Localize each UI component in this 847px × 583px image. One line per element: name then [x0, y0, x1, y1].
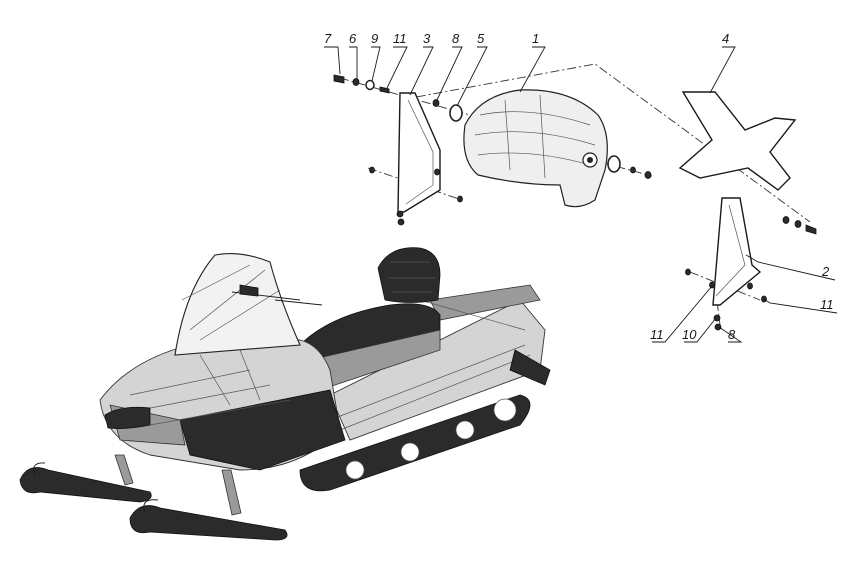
callout-10: 10 — [682, 327, 697, 342]
part-5-bushing — [449, 104, 621, 173]
callout-9: 9 — [371, 31, 378, 46]
callout-3: 3 — [423, 31, 431, 46]
part-2-right-bracket — [712, 197, 762, 306]
callout-1: 1 — [532, 31, 539, 46]
callout-labels: 7 6 9 11 3 8 5 1 4 2 11 11 10 8 — [324, 31, 834, 342]
callout-11-bottom: 11 — [650, 327, 664, 342]
callout-leaders — [324, 46, 838, 343]
part-3-left-bracket — [397, 92, 441, 213]
fasteners — [333, 74, 817, 331]
callout-7: 7 — [324, 31, 332, 46]
callout-8-bottom: 8 — [728, 327, 736, 342]
callout-2: 2 — [821, 264, 830, 279]
callout-6: 6 — [349, 31, 357, 46]
part-4-cross-plate — [678, 91, 797, 191]
callout-4: 4 — [722, 31, 729, 46]
callout-5: 5 — [477, 31, 485, 46]
callout-11: 11 — [393, 31, 407, 46]
part-1-backrest-cushion — [463, 89, 608, 208]
callout-8: 8 — [452, 31, 460, 46]
callout-11-right: 11 — [820, 297, 834, 312]
snowmobile-illustration — [19, 247, 551, 541]
